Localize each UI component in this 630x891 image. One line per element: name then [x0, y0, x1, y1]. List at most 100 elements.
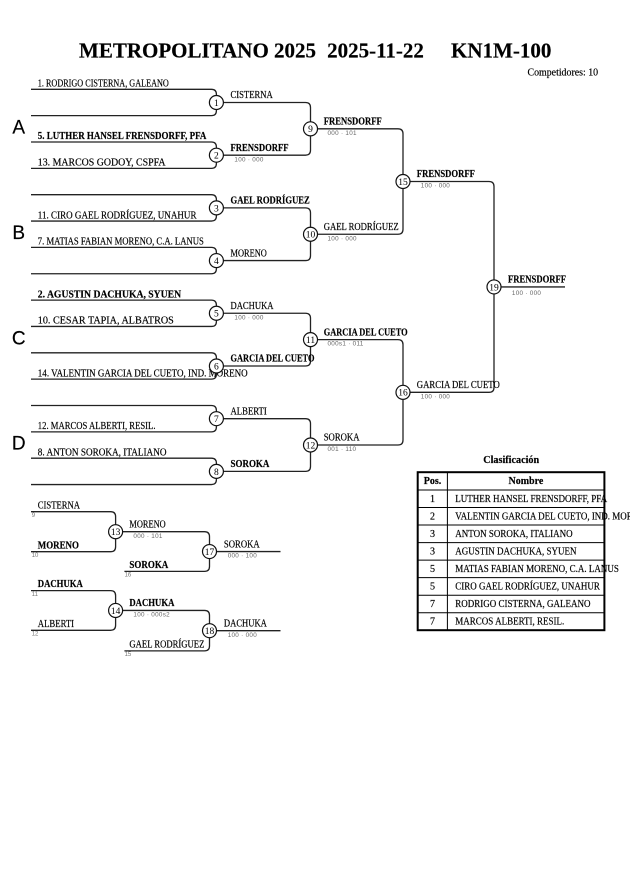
svg-text:8: 8 [214, 468, 219, 478]
svg-text:DACHUKA: DACHUKA [129, 598, 175, 609]
svg-text:LUTHER HANSEL FRENSDORFF, PFA: LUTHER HANSEL FRENSDORFF, PFA [455, 494, 608, 505]
svg-text:14. VALENTIN GARCIA DEL CUETO,: 14. VALENTIN GARCIA DEL CUETO, IND. MORE… [38, 368, 248, 379]
svg-text:DACHUKA: DACHUKA [38, 579, 84, 590]
svg-text:13: 13 [111, 528, 121, 538]
svg-text:5: 5 [430, 582, 435, 593]
svg-text:GARCIA DEL CUETO: GARCIA DEL CUETO [231, 354, 315, 365]
svg-text:FRENSDORFF: FRENSDORFF [324, 117, 382, 128]
svg-text:000 · 101: 000 · 101 [133, 533, 163, 540]
svg-text:100 · 000: 100 · 000 [328, 235, 358, 242]
svg-text:7. MATIAS FABIAN MORENO, C.A.: 7. MATIAS FABIAN MORENO, C.A. LANUS [38, 237, 204, 248]
svg-text:SOROKA: SOROKA [324, 433, 360, 444]
svg-text:MARCOS ALBERTI, RESIL.: MARCOS ALBERTI, RESIL. [455, 617, 564, 628]
svg-text:10. CESAR TAPIA, ALBATROS: 10. CESAR TAPIA, ALBATROS [38, 316, 174, 327]
svg-text:FRENSDORFF: FRENSDORFF [231, 143, 289, 154]
svg-text:Nombre: Nombre [508, 476, 543, 487]
svg-text:7: 7 [214, 415, 219, 425]
svg-text:15: 15 [398, 178, 408, 188]
svg-text:Pos.: Pos. [424, 476, 442, 487]
svg-text:3: 3 [430, 547, 435, 558]
svg-text:100 · 000: 100 · 000 [421, 393, 451, 400]
svg-text:19: 19 [489, 283, 499, 293]
svg-text:12: 12 [32, 632, 39, 638]
svg-text:GAEL RODRÍGUEZ: GAEL RODRÍGUEZ [324, 221, 399, 233]
svg-text:11. CIRO GAEL RODRÍGUEZ, UNAHU: 11. CIRO GAEL RODRÍGUEZ, UNAHUR [38, 209, 197, 221]
svg-text:1: 1 [430, 494, 435, 505]
svg-text:5: 5 [430, 564, 435, 575]
svg-text:CISTERNA: CISTERNA [38, 500, 81, 511]
svg-text:2. AGUSTIN DACHUKA, SYUEN: 2. AGUSTIN DACHUKA, SYUEN [38, 289, 182, 300]
svg-text:ALBERTI: ALBERTI [231, 406, 267, 417]
svg-text:7: 7 [430, 599, 435, 610]
svg-text:FRENSDORFF: FRENSDORFF [417, 169, 475, 180]
svg-text:GARCIA DEL CUETO: GARCIA DEL CUETO [324, 327, 408, 338]
svg-text:100 · 000: 100 · 000 [228, 632, 258, 639]
svg-text:000 · 100: 000 · 100 [228, 553, 258, 560]
svg-text:SOROKA: SOROKA [231, 459, 271, 470]
svg-text:15: 15 [125, 652, 132, 658]
svg-text:GAEL RODRÍGUEZ: GAEL RODRÍGUEZ [129, 638, 204, 650]
svg-text:001 · 110: 001 · 110 [328, 446, 357, 453]
svg-text:KN1M-100: KN1M-100 [451, 39, 551, 63]
svg-text:8. ANTON SOROKA, ITALIANO: 8. ANTON SOROKA, ITALIANO [38, 447, 167, 458]
svg-text:SOROKA: SOROKA [129, 560, 169, 571]
svg-text:D: D [12, 434, 26, 455]
svg-text:10: 10 [306, 231, 316, 241]
svg-text:2: 2 [214, 152, 219, 162]
svg-text:000 · 101: 000 · 101 [328, 130, 358, 137]
svg-text:4: 4 [214, 257, 219, 267]
svg-text:3: 3 [430, 529, 435, 540]
svg-text:DACHUKA: DACHUKA [224, 618, 268, 629]
svg-text:18: 18 [205, 627, 215, 637]
svg-text:000s1 · 011: 000s1 · 011 [328, 341, 364, 348]
svg-text:5. LUTHER HANSEL FRENSDORFF, P: 5. LUTHER HANSEL FRENSDORFF, PFA [38, 131, 207, 142]
svg-text:FRENSDORFF: FRENSDORFF [508, 275, 566, 286]
svg-text:2: 2 [430, 511, 435, 522]
svg-text:VALENTIN GARCIA DEL CUETO, IND: VALENTIN GARCIA DEL CUETO, IND. MORENO [455, 511, 630, 522]
svg-text:ANTON SOROKA, ITALIANO: ANTON SOROKA, ITALIANO [455, 529, 572, 540]
svg-text:6: 6 [214, 362, 219, 372]
svg-text:1: 1 [214, 99, 219, 109]
svg-text:9: 9 [32, 513, 36, 519]
svg-text:MATIAS FABIAN MORENO, C.A. LAN: MATIAS FABIAN MORENO, C.A. LANUS [455, 564, 619, 575]
svg-text:14: 14 [111, 607, 121, 617]
svg-text:17: 17 [205, 548, 215, 558]
svg-text:5: 5 [214, 310, 219, 320]
svg-text:ALBERTI: ALBERTI [38, 619, 74, 630]
svg-text:CISTERNA: CISTERNA [231, 90, 274, 101]
svg-text:1. RODRIGO CISTERNA, GALEANO: 1. RODRIGO CISTERNA, GALEANO [38, 79, 169, 90]
svg-text:100 · 000: 100 · 000 [512, 290, 542, 297]
svg-text:MORENO: MORENO [129, 519, 165, 530]
svg-text:13. MARCOS GODOY, CSPFA: 13. MARCOS GODOY, CSPFA [38, 158, 166, 169]
svg-text:GAEL RODRÍGUEZ: GAEL RODRÍGUEZ [231, 195, 311, 207]
svg-text:12: 12 [306, 441, 316, 451]
svg-text:MORENO: MORENO [231, 248, 267, 259]
svg-text:3: 3 [214, 204, 219, 214]
svg-text:16: 16 [398, 389, 408, 399]
svg-text:100 · 000: 100 · 000 [421, 183, 451, 190]
svg-text:Clasificación: Clasificación [483, 455, 539, 466]
svg-text:12. MARCOS ALBERTI, RESIL.: 12. MARCOS ALBERTI, RESIL. [38, 421, 156, 432]
svg-text:MORENO: MORENO [38, 540, 79, 551]
svg-text:Competidores: 10: Competidores: 10 [528, 67, 599, 78]
svg-text:CIRO GAEL RODRÍGUEZ, UNAHUR: CIRO GAEL RODRÍGUEZ, UNAHUR [455, 581, 600, 593]
svg-text:SOROKA: SOROKA [224, 539, 260, 550]
svg-text:DACHUKA: DACHUKA [231, 301, 275, 312]
svg-text:C: C [12, 328, 26, 349]
svg-text:100 · 000s2: 100 · 000s2 [133, 612, 170, 619]
svg-text:16: 16 [125, 573, 132, 579]
svg-text:A: A [12, 118, 25, 139]
svg-text:B: B [12, 223, 25, 244]
svg-text:GARCIA DEL CUETO: GARCIA DEL CUETO [417, 380, 500, 391]
svg-text:7: 7 [430, 617, 435, 628]
svg-text:AGUSTIN DACHUKA, SYUEN: AGUSTIN DACHUKA, SYUEN [455, 547, 576, 558]
svg-text:100 · 000: 100 · 000 [234, 314, 264, 321]
svg-text:100 · 000: 100 · 000 [234, 156, 264, 163]
svg-text:RODRIGO CISTERNA, GALEANO: RODRIGO CISTERNA, GALEANO [455, 599, 590, 610]
svg-text:9: 9 [308, 125, 313, 135]
svg-text:METROPOLITANO 2025: METROPOLITANO 2025 [79, 39, 316, 63]
svg-text:2025-11-22: 2025-11-22 [327, 39, 424, 63]
svg-text:11: 11 [32, 592, 39, 598]
svg-text:10: 10 [32, 553, 39, 559]
svg-text:11: 11 [306, 336, 315, 346]
